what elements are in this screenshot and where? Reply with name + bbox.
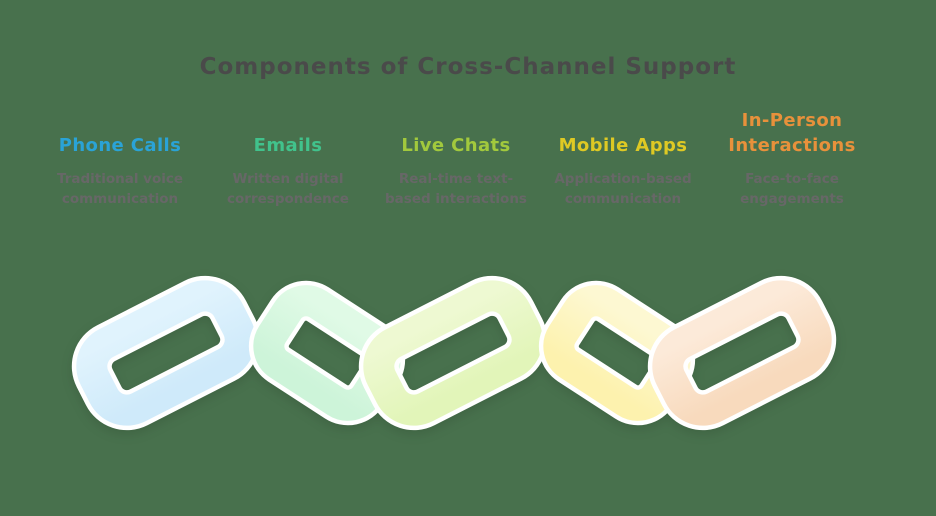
column-in-person-interactions: In-Person Interactions Face-to-face enga…: [702, 104, 882, 209]
column-phone-calls: Phone Calls Traditional voice communicat…: [30, 104, 210, 209]
chain-links-graphic: [71, 275, 837, 431]
column-description-emails: Written digital correspondence: [227, 171, 349, 207]
column-title-mobile-apps: Mobile Apps: [558, 134, 688, 156]
column-title-in-person-interactions: In-Person Interactions: [728, 110, 856, 156]
chain-link-live-chats-link: [358, 275, 548, 431]
column-mobile-apps: Mobile Apps Application-based communicat…: [533, 104, 713, 209]
column-title-emails: Emails: [253, 134, 323, 156]
chain-link-in-person-link: [647, 275, 837, 431]
column-emails: Emails Written digital correspondence: [198, 104, 378, 209]
column-description-in-person-interactions: Face-to-face engagements: [740, 171, 844, 207]
column-description-live-chats: Real-time text- based interactions: [385, 171, 527, 207]
column-description-phone-calls: Traditional voice communication: [56, 171, 184, 207]
column-description-mobile-apps: Application-based communication: [554, 171, 692, 207]
column-title-phone-calls: Phone Calls: [58, 134, 182, 156]
diagram-title: Components of Cross-Channel Support: [199, 54, 737, 80]
column-title-live-chats: Live Chats: [401, 134, 511, 156]
chain-link-phone-calls-link: [71, 275, 261, 431]
column-live-chats: Live Chats Real-time text- based interac…: [366, 104, 546, 209]
